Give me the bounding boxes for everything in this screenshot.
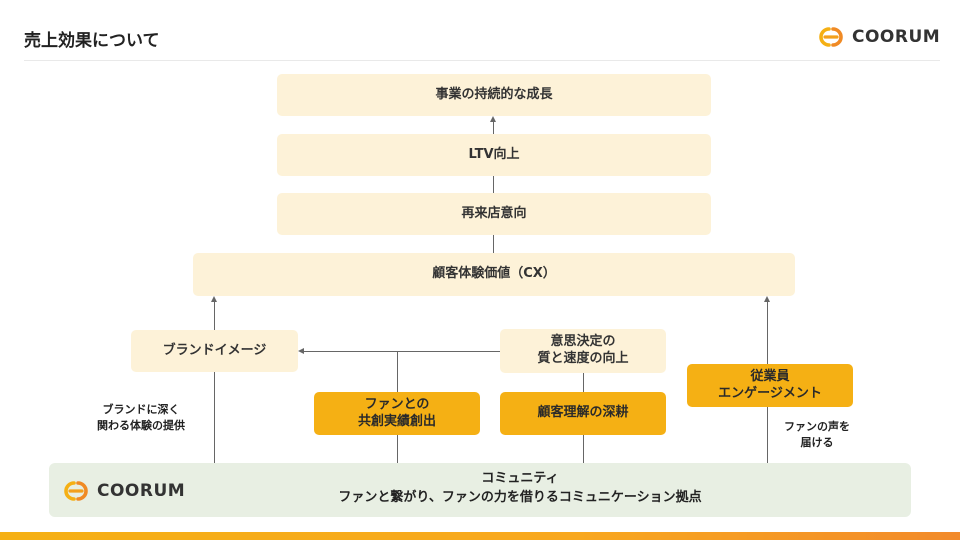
bottom-accent-bar (0, 532, 960, 540)
decision-box: 意思決定の 質と速度の向上 (500, 329, 666, 373)
community-text: コミュニティ ファンと繋がり、ファンの力を借りるコミュニケーション拠点 (200, 470, 840, 508)
arrow-employee-to-cx (764, 296, 770, 302)
brand-experience-note: ブランドに深く 関わる体験の提供 (82, 402, 200, 434)
community-logo: COORUM (59, 478, 185, 504)
customer-understanding-box: 顧客理解の深耕 (500, 392, 666, 435)
arrow-brand-to-cx (211, 296, 217, 302)
cocreation-box: ファンとの 共創実績創出 (314, 392, 480, 435)
voice-note-line1: ファンの声を (784, 420, 850, 433)
connector-cx-revisit (493, 235, 494, 253)
brand-note-line2: 関わる体験の提供 (97, 418, 185, 432)
connector-community-understanding (583, 435, 584, 463)
connector-revisit-ltv (493, 176, 494, 193)
connector-community-employee (767, 407, 768, 463)
voice-note-line2: 届ける (800, 435, 834, 449)
arrow-to-brand (298, 348, 304, 354)
brand-note-line1: ブランドに深く (102, 403, 180, 416)
coorum-logo-icon (64, 481, 88, 501)
connector-employee-cx (767, 302, 768, 364)
cocreation-line2: 共創実績創出 (357, 413, 436, 429)
connector-ltv-growth (493, 122, 494, 134)
header-divider (24, 60, 940, 61)
cx-box: 顧客体験価値（CX） (193, 253, 795, 296)
employee-engagement-box: 従業員 エンゲージメント (687, 364, 853, 407)
connector-community-cocreation (397, 435, 398, 463)
community-subtitle: ファンと繋がり、ファンの力を借りるコミュニケーション拠点 (338, 489, 702, 505)
employee-line1: 従業員 (750, 368, 790, 384)
community-panel (49, 463, 911, 517)
decision-line2: 質と速度の向上 (537, 351, 629, 366)
cocreation-line1: ファンとの (364, 396, 430, 412)
decision-line1: 意思決定の (550, 334, 616, 350)
connector-decision-brand (304, 351, 500, 352)
page-title: 売上効果について (24, 31, 160, 51)
employee-line2: エンゲージメント (718, 385, 822, 401)
fan-voice-note: ファンの声を 届ける (772, 419, 862, 451)
header-logo: COORUM (814, 24, 940, 50)
revisit-box: 再来店意向 (277, 193, 711, 235)
connector-brand-cx (214, 302, 215, 330)
arrow-to-growth (490, 116, 496, 122)
coorum-logo-icon (819, 27, 843, 47)
logo-wordmark: COORUM (852, 27, 941, 47)
connector-community-brand (214, 372, 215, 463)
community-logo-wordmark: COORUM (97, 481, 186, 501)
connector-understanding-decision (583, 373, 584, 392)
brand-image-box: ブランドイメージ (131, 330, 298, 372)
growth-box: 事業の持続的な成長 (277, 74, 711, 116)
ltv-box: LTV向上 (277, 134, 711, 176)
community-title: コミュニティ (481, 471, 559, 486)
connector-cocreation-up (397, 351, 398, 392)
